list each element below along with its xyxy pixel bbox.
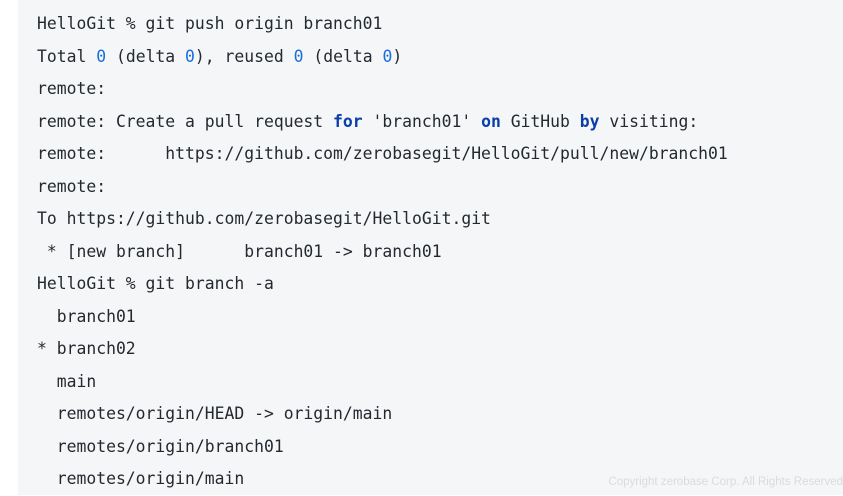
terminal-line: * branch02 xyxy=(37,333,843,366)
text-token: * branch02 xyxy=(37,339,136,358)
text-token: ) xyxy=(392,46,403,66)
number-token: 0 xyxy=(293,46,304,66)
number-token: 0 xyxy=(185,46,195,66)
text-token: remotes/origin/HEAD -> origin/main xyxy=(37,404,393,423)
number-token: 0 xyxy=(382,46,393,66)
terminal-line: * [new branch] branch01 -> branch01 xyxy=(37,236,843,269)
terminal-line: remote: Create a pull request for 'branc… xyxy=(37,106,843,139)
terminal-line: remotes/origin/main xyxy=(37,463,843,496)
text-token: remote: xyxy=(37,79,107,98)
text-token: main xyxy=(37,371,97,391)
terminal-line: remote: xyxy=(37,73,843,106)
text-token: remote: https://github.com/zerobasegit/H… xyxy=(37,144,728,163)
terminal-line: To https://github.com/zerobasegit/HelloG… xyxy=(37,203,843,236)
terminal-line: remote: xyxy=(37,171,843,204)
text-token: (delta xyxy=(303,46,383,66)
text-token: branch01 xyxy=(37,306,136,326)
text-token: HelloGit % git branch -a xyxy=(37,274,274,293)
terminal-line: HelloGit % git branch -a xyxy=(37,268,843,301)
text-token: remotes/origin/branch01 xyxy=(37,436,284,456)
text-token: Total xyxy=(37,46,97,66)
text-token: GitHub xyxy=(500,111,580,131)
text-token: To https://github.com/zerobasegit/HelloG… xyxy=(37,209,491,228)
keyword-token: on xyxy=(481,111,501,131)
text-token: remotes/origin/main xyxy=(37,469,245,488)
text-token: * [new branch] branch01 -> branch01 xyxy=(37,241,442,261)
keyword-token: for xyxy=(333,111,363,131)
text-token: HelloGit % git push origin branch01 xyxy=(37,14,383,33)
terminal-line: Total 0 (delta 0), reused 0 (delta 0) xyxy=(37,41,843,74)
text-token: (delta xyxy=(106,46,186,66)
text-token: remote: xyxy=(37,176,107,196)
terminal-line: main xyxy=(37,366,843,399)
copyright-watermark: Copyright zerobase Corp. All Rights Rese… xyxy=(608,476,843,488)
terminal-line: remotes/origin/branch01 xyxy=(37,431,843,464)
number-token: 0 xyxy=(96,46,107,66)
terminal-line: branch01 xyxy=(37,301,843,334)
text-token: remote: Create a pull request xyxy=(37,111,334,131)
terminal-line: remote: https://github.com/zerobasegit/H… xyxy=(37,138,843,171)
text-token: visiting: xyxy=(599,111,699,131)
terminal-line: remotes/origin/HEAD -> origin/main xyxy=(37,398,843,431)
text-token: 'branch01' xyxy=(362,111,482,131)
text-token: ), reused xyxy=(194,46,294,66)
terminal-line: HelloGit % git push origin branch01 xyxy=(37,8,843,41)
keyword-token: by xyxy=(579,111,600,131)
